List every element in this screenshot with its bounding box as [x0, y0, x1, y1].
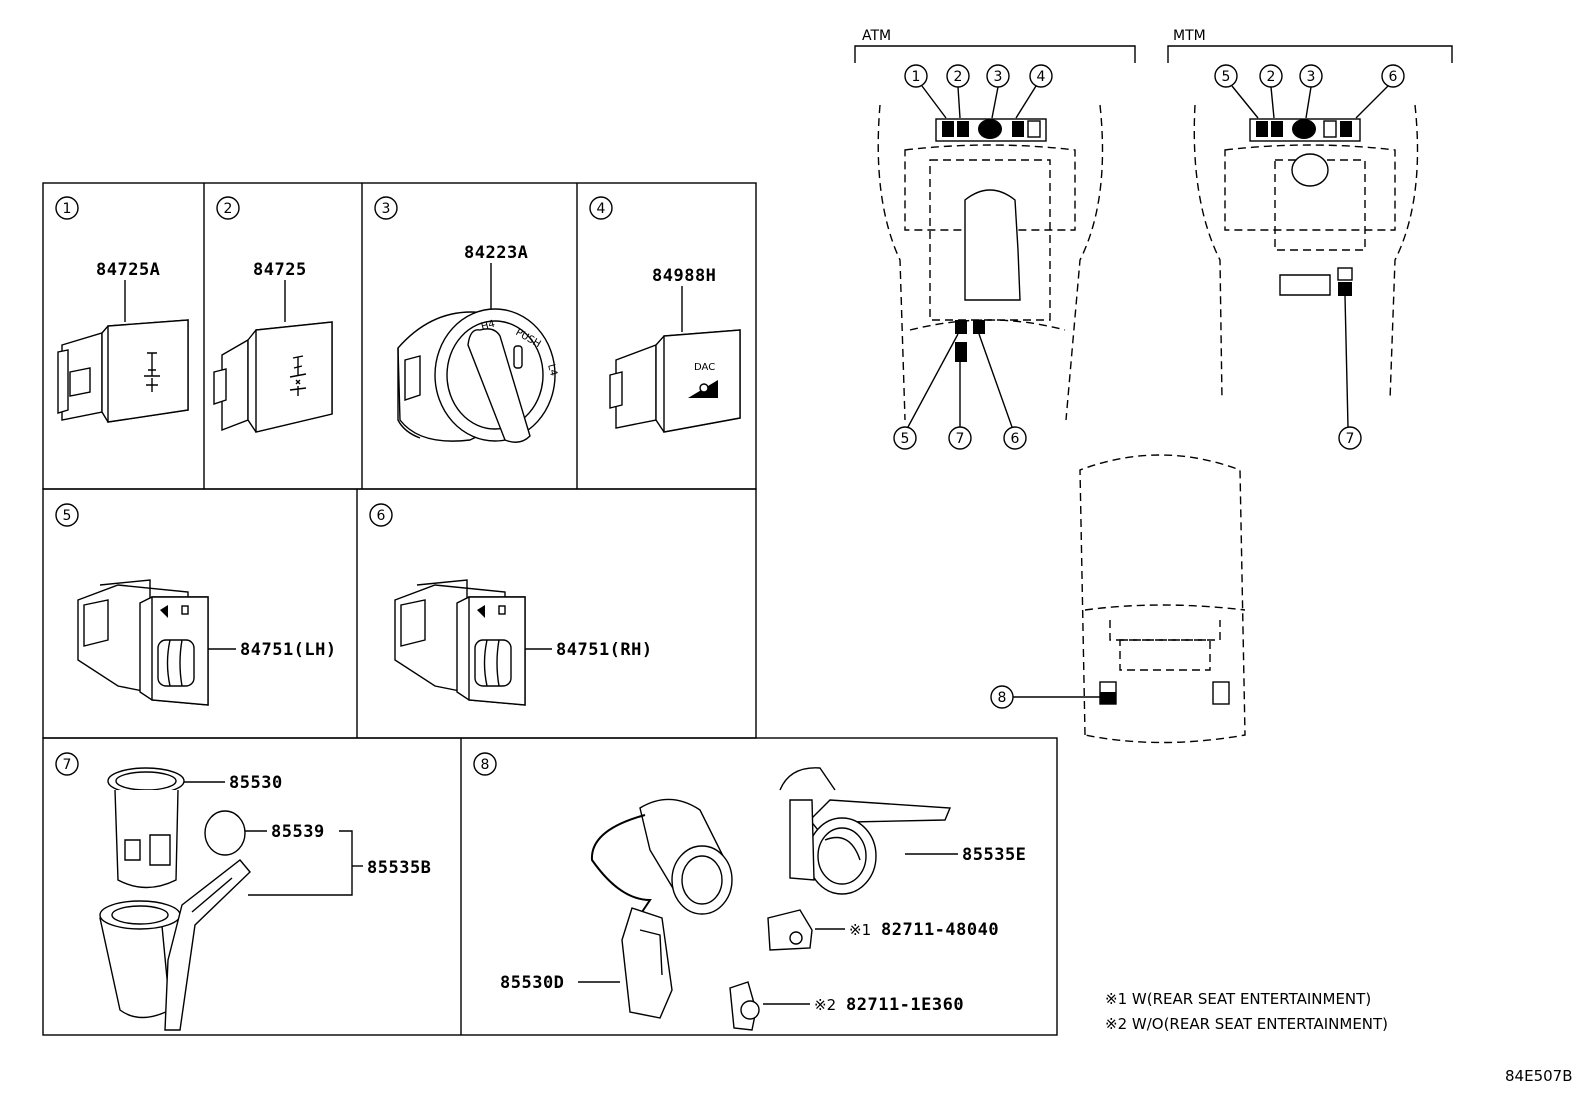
- power-socket-85530d-icon: [590, 798, 733, 1019]
- panel-7: 7 85530 85539 85535B: [55, 752, 431, 1031]
- panel-5: 5 84751(LH): [55, 503, 337, 706]
- socket-sleeve-icon: [107, 767, 185, 889]
- panel-3-number: 3: [382, 201, 391, 217]
- part-84223A-label: 84223A: [464, 243, 528, 263]
- transfer-knob-icon: H4 PUSH L4: [397, 308, 559, 443]
- panel-3: 3 84223A H4 PUSH L4: [374, 196, 559, 443]
- part-85535B-label: 85535B: [367, 858, 431, 878]
- switch-4wd-icon: [57, 319, 189, 423]
- panel-6-number: 6: [377, 508, 386, 524]
- socket-cap-icon: [204, 810, 246, 856]
- atm-callout-4: 4: [1037, 69, 1046, 85]
- notes: ※1 W(REAR SEAT ENTERTAINMENT) ※2 W/O(REA…: [1105, 990, 1388, 1033]
- part-82711-1E360-label: 82711-1E360: [846, 995, 964, 1015]
- diagram-id: 84E507B: [1505, 1067, 1573, 1085]
- atm-callout-5: 5: [901, 431, 910, 447]
- part-85530D-label: 85530D: [500, 973, 564, 993]
- panel-7-number: 7: [63, 757, 72, 773]
- panel-2-number: 2: [224, 201, 233, 217]
- console-callout-8: 8: [998, 690, 1007, 706]
- panel-2: 2 84725: [213, 196, 333, 433]
- socket-base-icon: [99, 859, 251, 1031]
- console-box: 8: [990, 454, 1246, 744]
- mtm-title: MTM: [1173, 28, 1206, 44]
- part-85535E-label: 85535E: [962, 845, 1026, 865]
- seat-heater-switch-rh-icon: [394, 579, 526, 706]
- atm-callout-1: 1: [912, 69, 921, 85]
- dac-text: DAC: [694, 362, 715, 373]
- mark-2: ※2: [814, 996, 836, 1014]
- mtm-callout-5: 5: [1222, 69, 1231, 85]
- atm-console: ATM 1 2 3 4 5 7: [854, 28, 1136, 450]
- atm-callout-2: 2: [954, 69, 963, 85]
- panel-grid: [42, 182, 1058, 1036]
- mtm-callout-7: 7: [1346, 431, 1355, 447]
- part-85539-label: 85539: [271, 822, 325, 842]
- part-84751-lh-label: 84751(LH): [240, 640, 337, 660]
- clip-82711-48040-icon: [767, 909, 813, 951]
- part-84725-label: 84725: [253, 260, 307, 280]
- socket-cover-85535e-icon: [779, 767, 952, 895]
- atm-callout-3: 3: [994, 69, 1003, 85]
- clip-82711-1e360-icon: [729, 981, 760, 1031]
- part-84725A-label: 84725A: [96, 260, 160, 280]
- panel-4: 4 84988H DAC: [589, 196, 741, 433]
- atm-callout-6: 6: [1011, 431, 1020, 447]
- switch-diff-lock-icon: [213, 321, 333, 433]
- mtm-callout-6: 6: [1389, 69, 1398, 85]
- note-2: ※2 W/O(REAR SEAT ENTERTAINMENT): [1105, 1015, 1388, 1033]
- panel-4-number: 4: [597, 201, 606, 217]
- panel-6: 6 84751(RH): [369, 503, 653, 706]
- part-82711-48040-label: 82711-48040: [881, 920, 999, 940]
- knob-label-l4: L4: [545, 363, 559, 377]
- mtm-callout-2: 2: [1267, 69, 1276, 85]
- mark-1: ※1: [849, 921, 871, 939]
- knob-label-h4: H4: [480, 319, 496, 333]
- part-84751-rh-label: 84751(RH): [556, 640, 653, 660]
- atm-callout-7: 7: [956, 431, 965, 447]
- dac-switch-icon: DAC: [609, 329, 741, 433]
- panel-1: 1 84725A: [55, 196, 189, 423]
- panel-8-number: 8: [481, 757, 490, 773]
- seat-heater-switch-lh-icon: [77, 579, 209, 706]
- panel-5-number: 5: [63, 508, 72, 524]
- panel-1-number: 1: [63, 201, 72, 217]
- mtm-callout-3: 3: [1307, 69, 1316, 85]
- atm-title: ATM: [862, 28, 891, 44]
- part-84988H-label: 84988H: [652, 266, 716, 286]
- note-1: ※1 W(REAR SEAT ENTERTAINMENT): [1105, 990, 1371, 1008]
- mtm-console: MTM 5 2 3 6 7: [1167, 28, 1453, 450]
- panel-8: 8 85535E 85530D ※1 82711-48040 ※2 82711-…: [473, 752, 1026, 1031]
- atm-callouts-top: 1 2 3 4: [904, 64, 1053, 119]
- part-85530-label: 85530: [229, 773, 283, 793]
